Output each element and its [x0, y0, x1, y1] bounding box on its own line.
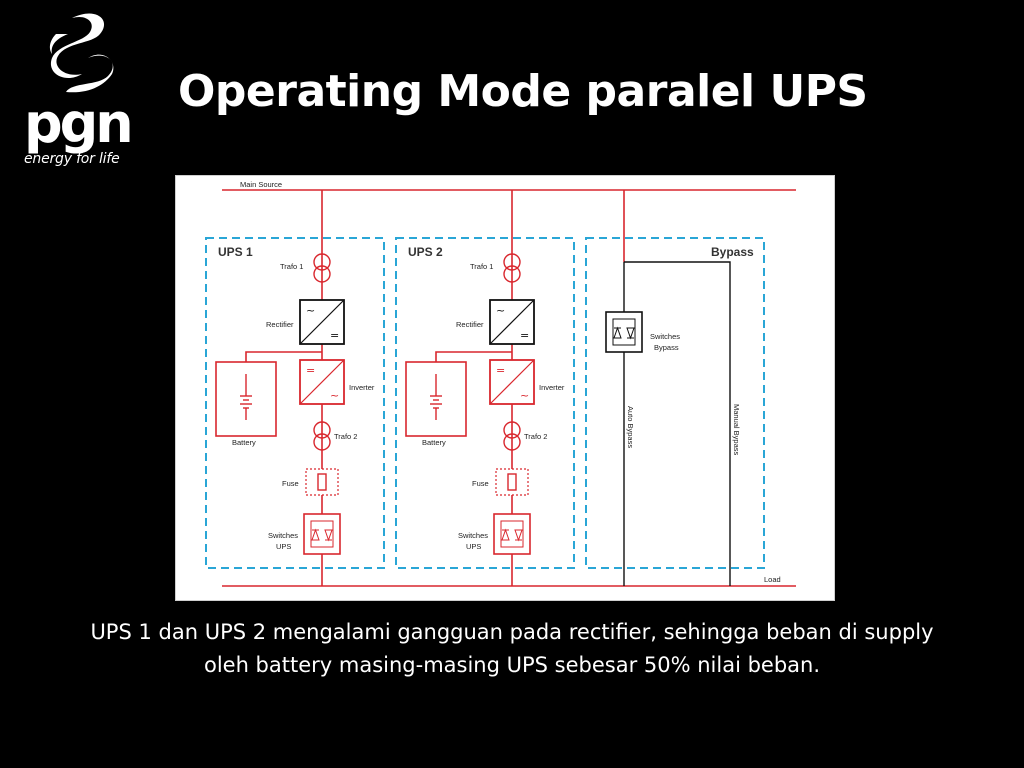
caption-line-1: UPS 1 dan UPS 2 mengalami gangguan pada … [90, 620, 934, 644]
ups1-trafo1-label: Trafo 1 [280, 262, 303, 271]
auto-bypass-label: Auto Bypass [626, 406, 635, 448]
ups1-switch-label1: Switches [268, 531, 298, 540]
ups1-switch-icon [303, 513, 341, 555]
ups2-fuse-label: Fuse [472, 479, 489, 488]
ups-schematic: Main Source Load UPS 1 UPS 2 Bypass Traf… [205, 180, 796, 587]
ups1-battery-label: Battery [232, 438, 256, 447]
svg-text:=: = [496, 364, 505, 377]
ups1-trafo2-label: Trafo 2 [334, 432, 357, 441]
bypass-title: Bypass [711, 245, 754, 259]
main-source-label: Main Source [240, 180, 282, 189]
logo-tagline: energy for life [24, 151, 120, 167]
svg-text:~: ~ [520, 389, 529, 402]
manual-bypass-line [624, 261, 731, 586]
bypass-switch-label1: Switches [650, 332, 680, 341]
svg-text:~: ~ [330, 389, 339, 402]
ups2-switch-icon [493, 513, 531, 555]
pgn-wordmark: pgn [24, 92, 131, 155]
ups1-rectifier-label: Rectifier [266, 320, 294, 329]
ups-diagram: Main Source Load UPS 1 UPS 2 Bypass Traf… [175, 175, 835, 601]
svg-text:=: = [330, 329, 339, 342]
ups1-battery-box [215, 361, 277, 437]
ups1-box [205, 237, 385, 569]
ups1-fuse-icon [317, 473, 327, 491]
pgn-logo: pgn energy for life [0, 0, 161, 173]
ups2-battery-label: Battery [422, 438, 446, 447]
ups1-chain: Trafo 1 ~ = Rectifier = ~ Inverter [215, 190, 375, 586]
ups2-rectifier-label: Rectifier [456, 320, 484, 329]
ups2-box [395, 237, 575, 569]
page-title: Operating Mode paralel UPS [178, 66, 868, 117]
ups2-switch-label1: Switches [458, 531, 488, 540]
ups2-title: UPS 2 [408, 245, 443, 259]
ups2-battery-box [405, 361, 467, 437]
ups2-rectifier-icon: ~ = [489, 299, 535, 345]
ups1-inverter-label: Inverter [349, 383, 375, 392]
ups2-chain: Trafo 1 ~ = Rectifier = ~ Inverter Batte… [405, 190, 565, 586]
ups1-inverter-icon: = ~ [299, 359, 345, 405]
bypass-switch-icon [605, 311, 643, 353]
bypass-switch-label2: Bypass [654, 343, 679, 352]
ups2-trafo1-label: Trafo 1 [470, 262, 493, 271]
svg-text:~: ~ [496, 304, 505, 317]
ups2-fuse-icon [507, 473, 517, 491]
bypass-box [585, 237, 765, 569]
ups1-title: UPS 1 [218, 245, 253, 259]
svg-text:~: ~ [306, 304, 315, 317]
load-label: Load [764, 575, 781, 584]
ups2-inverter-icon: = ~ [489, 359, 535, 405]
bypass-chain: Switches Bypass Auto Bypass Manual Bypas… [605, 190, 741, 586]
caption-line-2: oleh battery masing-masing UPS sebesar 5… [203, 653, 821, 677]
ups2-trafo2-label: Trafo 2 [524, 432, 547, 441]
ups1-switch-label2: UPS [276, 542, 291, 551]
manual-bypass-label: Manual Bypass [732, 404, 741, 456]
svg-text:=: = [520, 329, 529, 342]
pgn-logo-icon: pgn [0, 0, 161, 173]
caption: UPS 1 dan UPS 2 mengalami gangguan pada … [40, 616, 984, 682]
ups2-inverter-label: Inverter [539, 383, 565, 392]
ups1-rectifier-icon: ~ = [299, 299, 345, 345]
svg-text:=: = [306, 364, 315, 377]
ups2-switch-label2: UPS [466, 542, 481, 551]
ups1-fuse-label: Fuse [282, 479, 299, 488]
